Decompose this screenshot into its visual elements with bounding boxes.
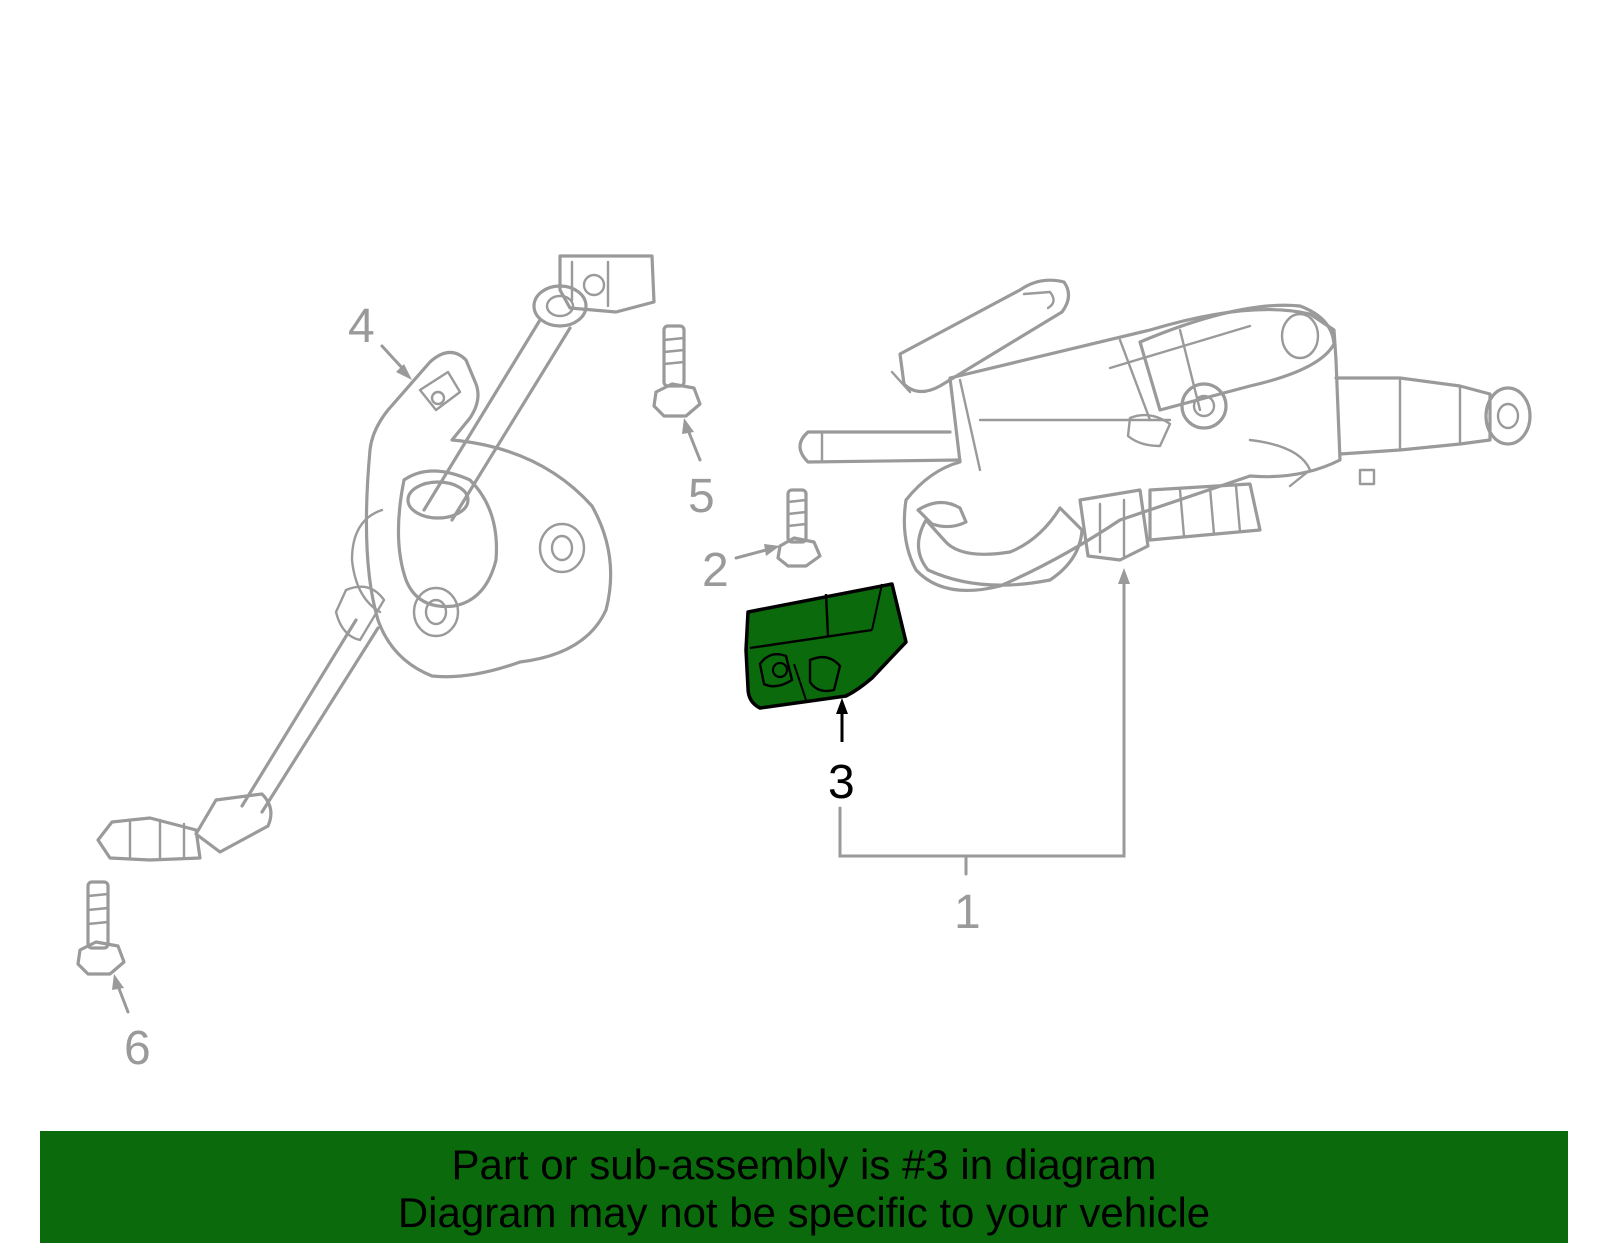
part-4-intermediate-shaft[interactable] (96, 254, 656, 862)
callout-3: 3 (828, 756, 855, 809)
callout-5: 5 (688, 470, 715, 523)
part-3-highlighted-module[interactable] (744, 582, 908, 710)
callout-4: 4 (348, 300, 375, 353)
callout-2: 2 (702, 544, 729, 597)
callout-6: 6 (124, 1022, 151, 1075)
part-info-banner: Part or sub-assembly is #3 in diagram Di… (40, 1131, 1568, 1243)
banner-line-1: Part or sub-assembly is #3 in diagram (451, 1141, 1157, 1188)
banner-line-2: Diagram may not be specific to your vehi… (397, 1189, 1211, 1236)
part-2-bolt[interactable] (776, 488, 822, 568)
part-6-bolt[interactable] (76, 880, 126, 976)
leader-lines (112, 344, 1130, 1014)
part-5-bolt[interactable] (652, 324, 702, 418)
part-1-steering-column[interactable] (798, 278, 1532, 593)
callout-1: 1 (954, 886, 981, 939)
